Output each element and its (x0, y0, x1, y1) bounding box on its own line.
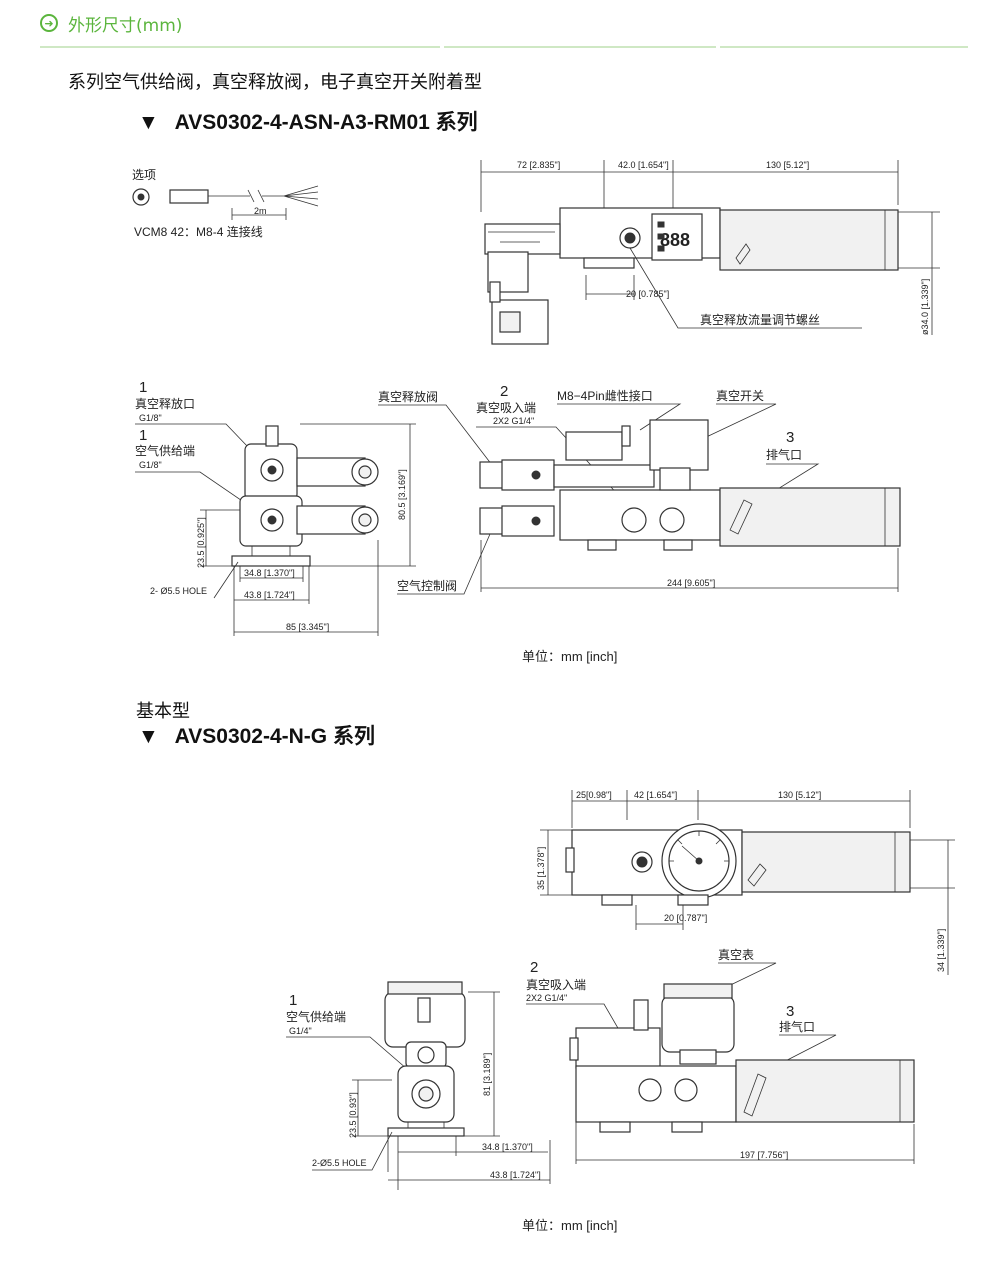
bottom-drawings: 25[0.98"] 42 [1.654"] 130 [5.12"] 35 [1.… (286, 790, 955, 1190)
screw-label: 真空释放流量调节螺丝 (700, 312, 820, 327)
front-view-drawing-2: 真空表 2 真空吸入端 2X2 G1/4" 3 排气口 197 [7.756"] (526, 948, 915, 1164)
vacuum-switch (649, 419, 709, 471)
dim-85: 85 [3.345"] (286, 622, 329, 632)
dim-34-8-b: 34.8 [1.370"] (482, 1142, 533, 1152)
dim-43-8-b: 43.8 [1.724"] (490, 1170, 541, 1180)
port-num-1b: 1 (139, 427, 147, 444)
basic-type-label: 基本型 (136, 701, 190, 722)
top-drawings: 选项 2m VCM8 42：M8-4 连接线 72 [2.835"] 42.0 … (132, 160, 940, 636)
connector-label: M8−4Pin雌性接口 (557, 388, 653, 403)
page-subtitle: 系列空气供给阀，真空释放阀，电子真空开关附着型 (68, 72, 482, 93)
dim-81: 81 [3.189"] (482, 1053, 492, 1096)
top-view-drawing-1: 72 [2.835"] 42.0 [1.654"] 130 [5.12"] 88… (480, 160, 940, 345)
dim-43-8: 43.8 [1.724"] (244, 590, 295, 600)
cable-length-label: 2m (254, 206, 267, 216)
gauge-front (661, 995, 735, 1053)
section-header: ➜ 外形尺寸(mm) (40, 8, 182, 38)
header-rule-1 (40, 46, 440, 48)
mount-foot (231, 555, 311, 567)
dim-42-b: 42 [1.654"] (634, 790, 677, 800)
dim-23-5: 23.5 [0.925"] (196, 517, 206, 568)
display-digits: 888 (660, 230, 690, 250)
basic-front-block (575, 1027, 661, 1069)
top-view-drawing-2: 25[0.98"] 42 [1.654"] 130 [5.12"] 35 [1.… (536, 790, 955, 975)
dim-25: 25[0.98"] (576, 790, 612, 800)
exhaust-num-b: 3 (786, 1003, 794, 1020)
dim-197: 197 [7.756"] (740, 1150, 788, 1160)
mount-foot-basic (387, 1127, 465, 1137)
unit-note-2: 单位：mm [inch] (522, 1218, 618, 1233)
suction-label-b: 真空吸入端 (526, 978, 586, 992)
dim-72: 72 [2.835"] (517, 160, 560, 170)
port-num-basic: 1 (289, 992, 297, 1009)
suction-label: 真空吸入端 (476, 401, 536, 415)
relief-valve (484, 223, 561, 255)
dim-23-5-b: 23.5 [0.93"] (348, 1092, 358, 1138)
gauge-label: 真空表 (718, 948, 754, 962)
dim-130-b: 130 [5.12"] (778, 790, 821, 800)
dim-80-5: 80.5 [3.169"] (397, 469, 407, 520)
side-view-drawing-1: 1 真空释放口 G1/8" 1 空气供给端 G1/8" 80.5 [3.169"… (135, 379, 416, 636)
port-label-supply: 空气供给端 (135, 443, 195, 458)
dim-20-b: 20 [0.787"] (664, 913, 707, 923)
suction-thread: 2X2 G1/4" (493, 416, 534, 426)
switch-label: 真空开关 (716, 389, 764, 403)
port-label-basic: 空气供给端 (286, 1009, 346, 1024)
dim-34-8: 34.8 [1.370"] (244, 568, 295, 578)
side-view-drawing-2: 1 空气供给端 G1/4" 81 [3.189"] 23.5 [0.93"] 3… (286, 981, 551, 1190)
dim-244: 244 [9.605"] (667, 578, 715, 588)
suction-thread-b: 2X2 G1/4" (526, 993, 567, 1003)
hole-label-2: 2-Ø5.5 HOLE (312, 1158, 367, 1168)
basic-silencer (741, 831, 911, 893)
exhaust-num: 3 (786, 429, 794, 446)
silencer-body (719, 209, 899, 271)
series-name-2: AVS0302-4-N-G 系列 (174, 725, 375, 748)
front-view-drawing-1: 真空释放阀 2 真空吸入端 2X2 G1/4" M8−4Pin雌性接口 真空开关… (378, 383, 901, 595)
port-thread-1b: G1/8" (139, 460, 162, 470)
dim-34: 34 [1.339"] (936, 929, 946, 972)
basic-front-silencer (735, 1059, 915, 1123)
dim-35: 35 [1.378"] (536, 847, 546, 890)
dim-dia-34: ø34.0 [1.339"] (920, 279, 930, 335)
triangle-marker-icon: ▼ (138, 725, 159, 748)
section-title: 外形尺寸(mm) (68, 15, 183, 36)
suction-num: 2 (500, 383, 508, 400)
port-thread-1a: G1/8" (139, 413, 162, 423)
series-title-1: ▼ AVS0302-4-ASN-A3-RM01 系列 (138, 106, 478, 136)
connector-housing (565, 431, 623, 461)
triangle-marker-icon: ▼ (138, 111, 159, 134)
dim-20: 20 [0.785"] (626, 289, 669, 299)
relief-solenoid (501, 459, 555, 491)
control-solenoid (501, 505, 555, 537)
series-title-2: ▼ AVS0302-4-N-G 系列 (138, 720, 375, 750)
dim-130: 130 [5.12"] (766, 160, 809, 170)
series-name-1: AVS0302-4-ASN-A3-RM01 系列 (174, 111, 478, 134)
connector-plug (169, 189, 209, 204)
silencer-front (719, 487, 901, 547)
port-label-relief: 真空释放口 (135, 396, 195, 411)
solenoid-block (487, 251, 529, 293)
control-valve-label: 空气控制阀 (397, 578, 457, 593)
hole-label-1: 2- Ø5.5 HOLE (150, 586, 207, 596)
relief-valve-label: 真空释放阀 (378, 389, 438, 404)
header-rule-3 (720, 46, 968, 48)
suction-num-b: 2 (530, 959, 538, 976)
unit-note-1: 单位：mm [inch] (522, 649, 618, 664)
header-rule-2 (444, 46, 716, 48)
option-cable-drawing: 选项 2m VCM8 42：M8-4 连接线 (132, 168, 319, 239)
port-thread-basic: G1/4" (289, 1026, 312, 1036)
cable-label: VCM8 42：M8-4 连接线 (134, 224, 263, 239)
exhaust-label: 排气口 (766, 447, 802, 462)
port-num-1a: 1 (139, 379, 147, 396)
bottom-fitting (583, 257, 635, 269)
option-title: 选项 (132, 168, 156, 182)
dim-42: 42.0 [1.654"] (618, 160, 669, 170)
arrow-right-circle-icon: ➜ (40, 14, 58, 32)
exhaust-label-b: 排气口 (779, 1019, 815, 1034)
